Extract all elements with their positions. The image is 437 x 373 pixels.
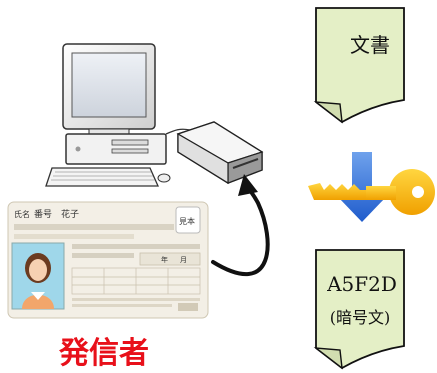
- sender-label: 発信者: [58, 336, 149, 371]
- plain-document-icon: 文書: [313, 7, 405, 124]
- plain-document-label: 文書: [350, 33, 390, 57]
- desktop-computer-icon: [45, 43, 191, 187]
- card-month: 月: [180, 256, 187, 264]
- encrypted-document-caption: (暗号文): [330, 308, 391, 327]
- insert-arrow-icon: [211, 174, 270, 277]
- card-grid: [71, 267, 201, 295]
- card-year: 年: [161, 255, 168, 264]
- portrait-photo: [22, 253, 54, 309]
- key-icon: [308, 169, 435, 215]
- encrypted-document-code: A5F2D: [326, 272, 397, 296]
- down-arrow-icon: [338, 152, 386, 222]
- encrypted-document-icon: A5F2D (暗号文): [313, 249, 405, 370]
- id-card: 氏名 番号 花子 見本 年 月: [7, 201, 209, 319]
- card-name-field: 氏名: [14, 209, 30, 219]
- card-stamp: 見本: [179, 216, 195, 226]
- card-name-value: 番号 花子: [34, 208, 79, 220]
- card-reader-icon: [176, 121, 264, 185]
